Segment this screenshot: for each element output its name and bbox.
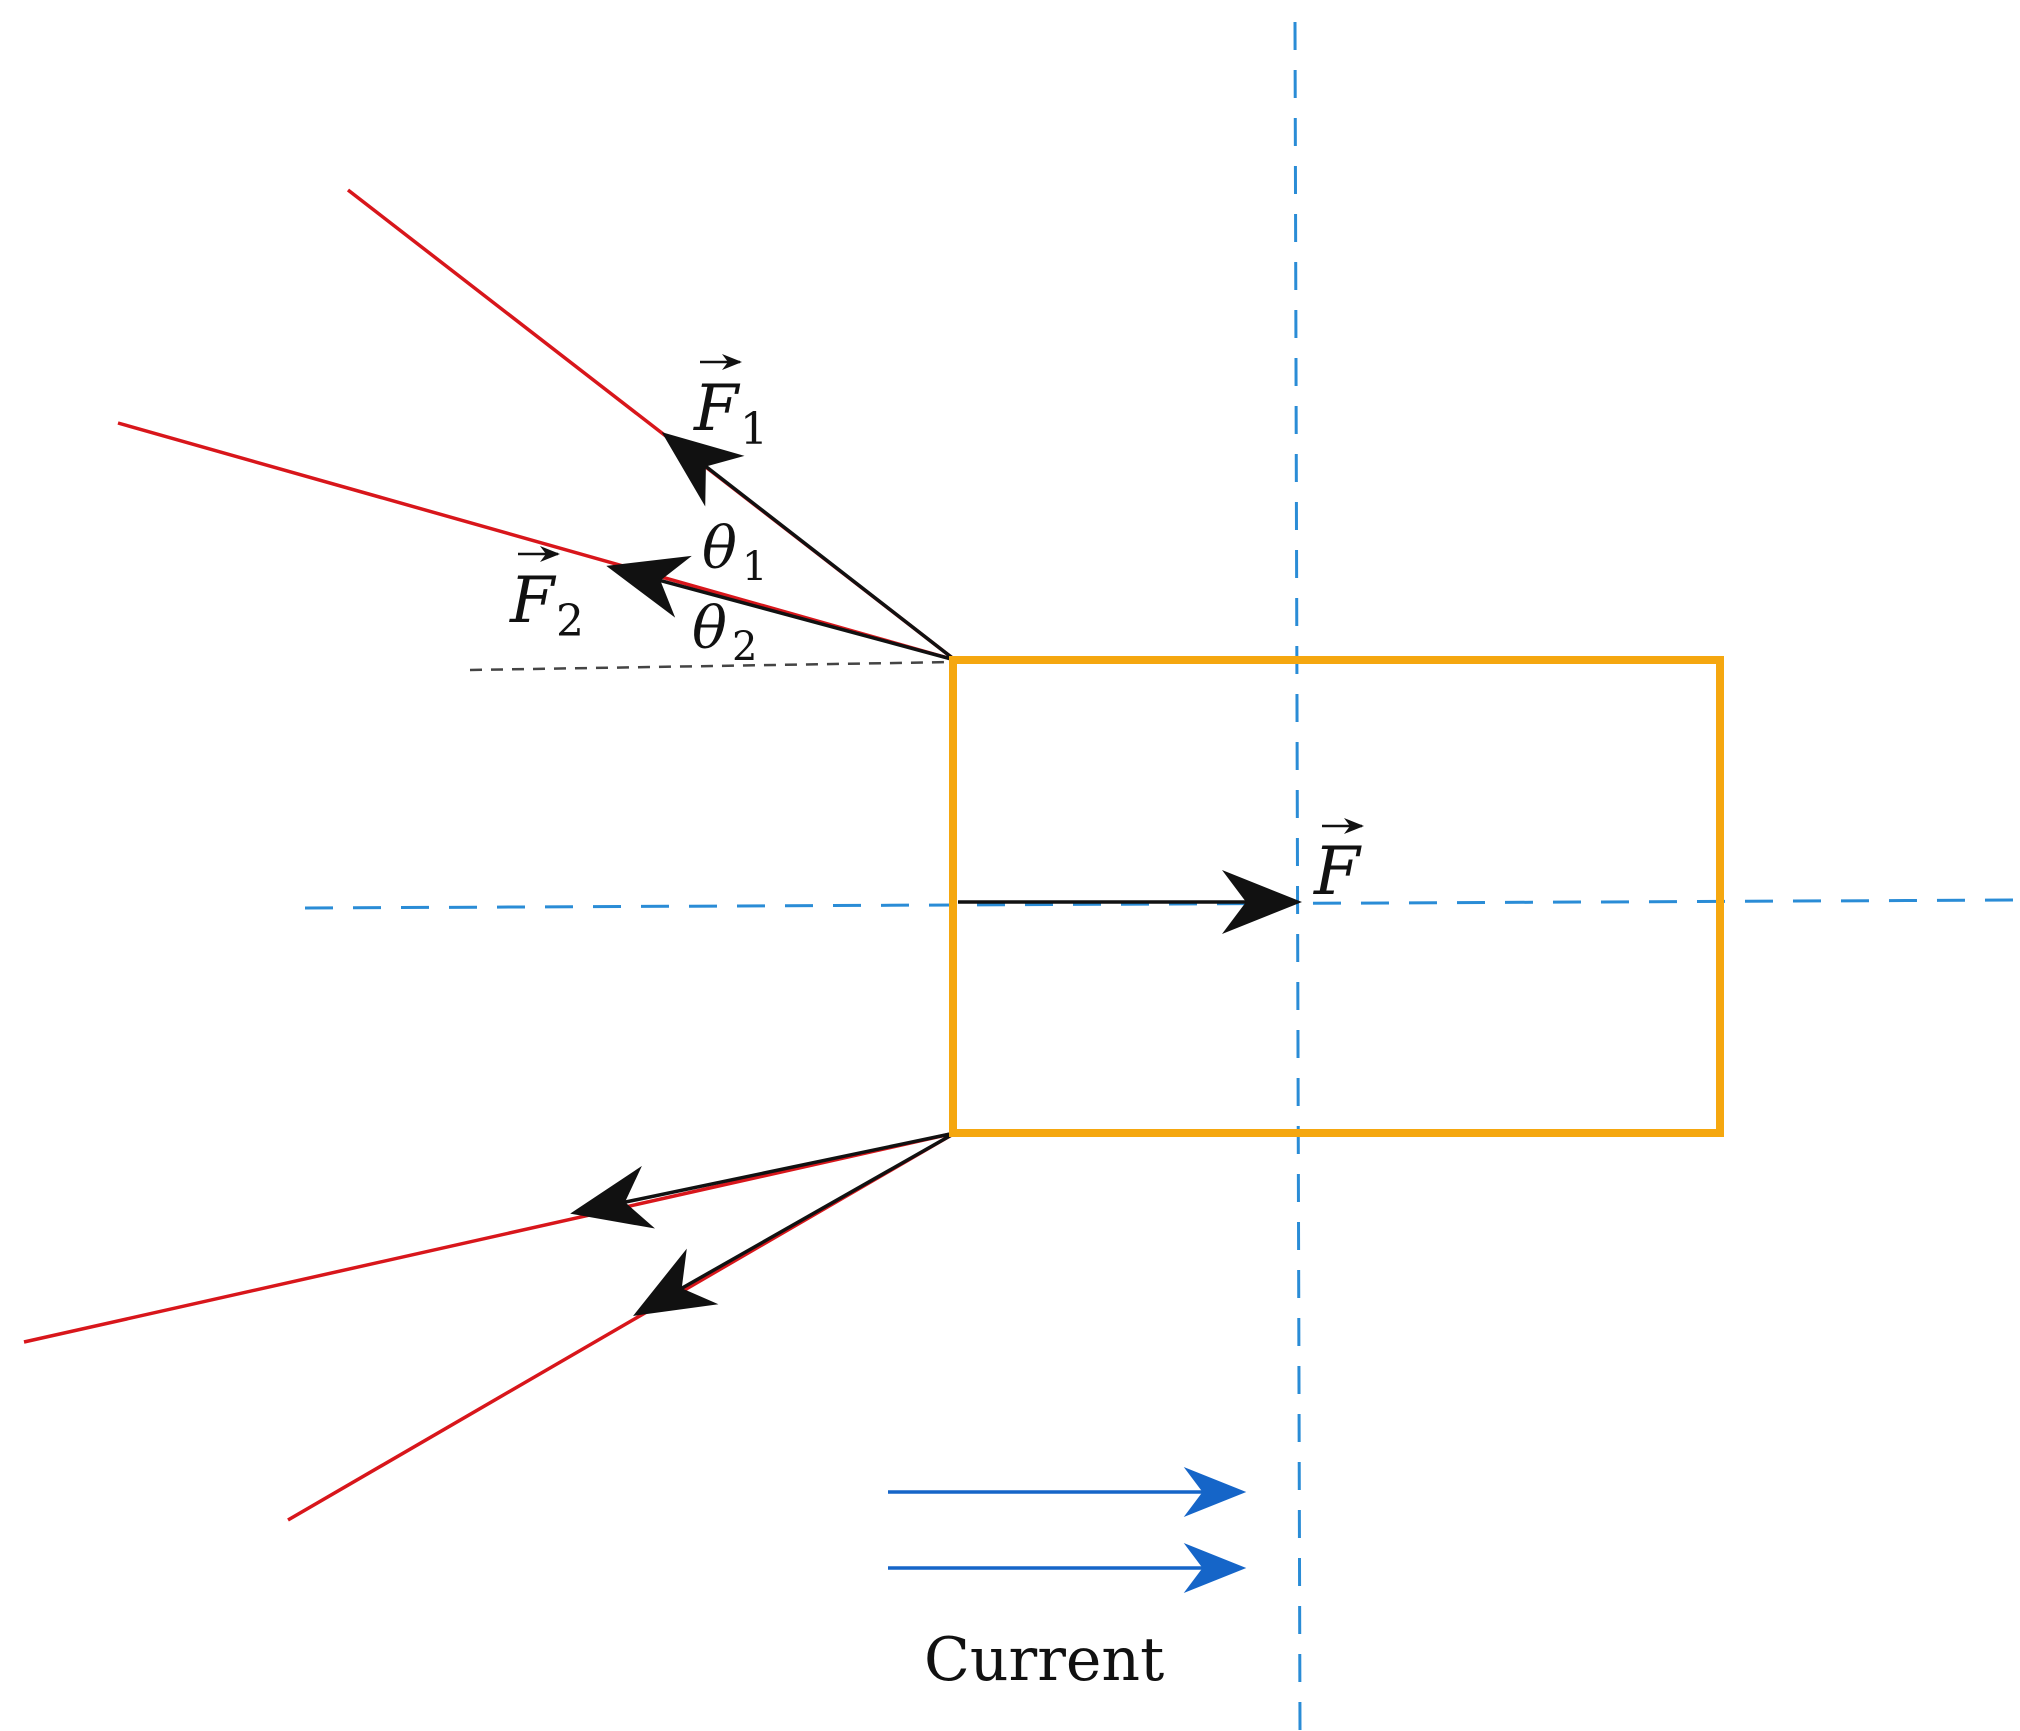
vertical-axis [1293,21,1302,1731]
f2-label: F 2 [509,546,584,647]
theta1-subscript: 1 [742,544,767,590]
force-f1-arrow [661,432,957,662]
f-symbol: F [1313,833,1362,910]
force-f2-arrow [606,555,956,662]
f1-subscript: 1 [740,404,768,455]
f2-subscript: 2 [556,596,584,647]
current-label: Current [924,1625,1164,1695]
mooring-line-lower-1 [23,1131,956,1344]
theta2-symbol: θ [692,594,727,662]
f2-symbol: F [509,564,557,638]
theta1-symbol: θ [702,514,737,582]
theta2-subscript: 2 [732,624,757,670]
f1-label: F 1 [693,354,768,455]
vessel-rectangle [949,656,1724,1137]
f-label: F [1313,818,1364,910]
mooring-line-upper-2 [117,421,956,662]
theta1-label: θ 1 [702,514,767,590]
f1-symbol: F [693,372,741,446]
force-lower-1-arrow [570,1131,956,1229]
theta2-label: θ 2 [692,594,757,670]
force-lower-2-arrow [633,1131,956,1316]
reference-line [469,660,956,672]
